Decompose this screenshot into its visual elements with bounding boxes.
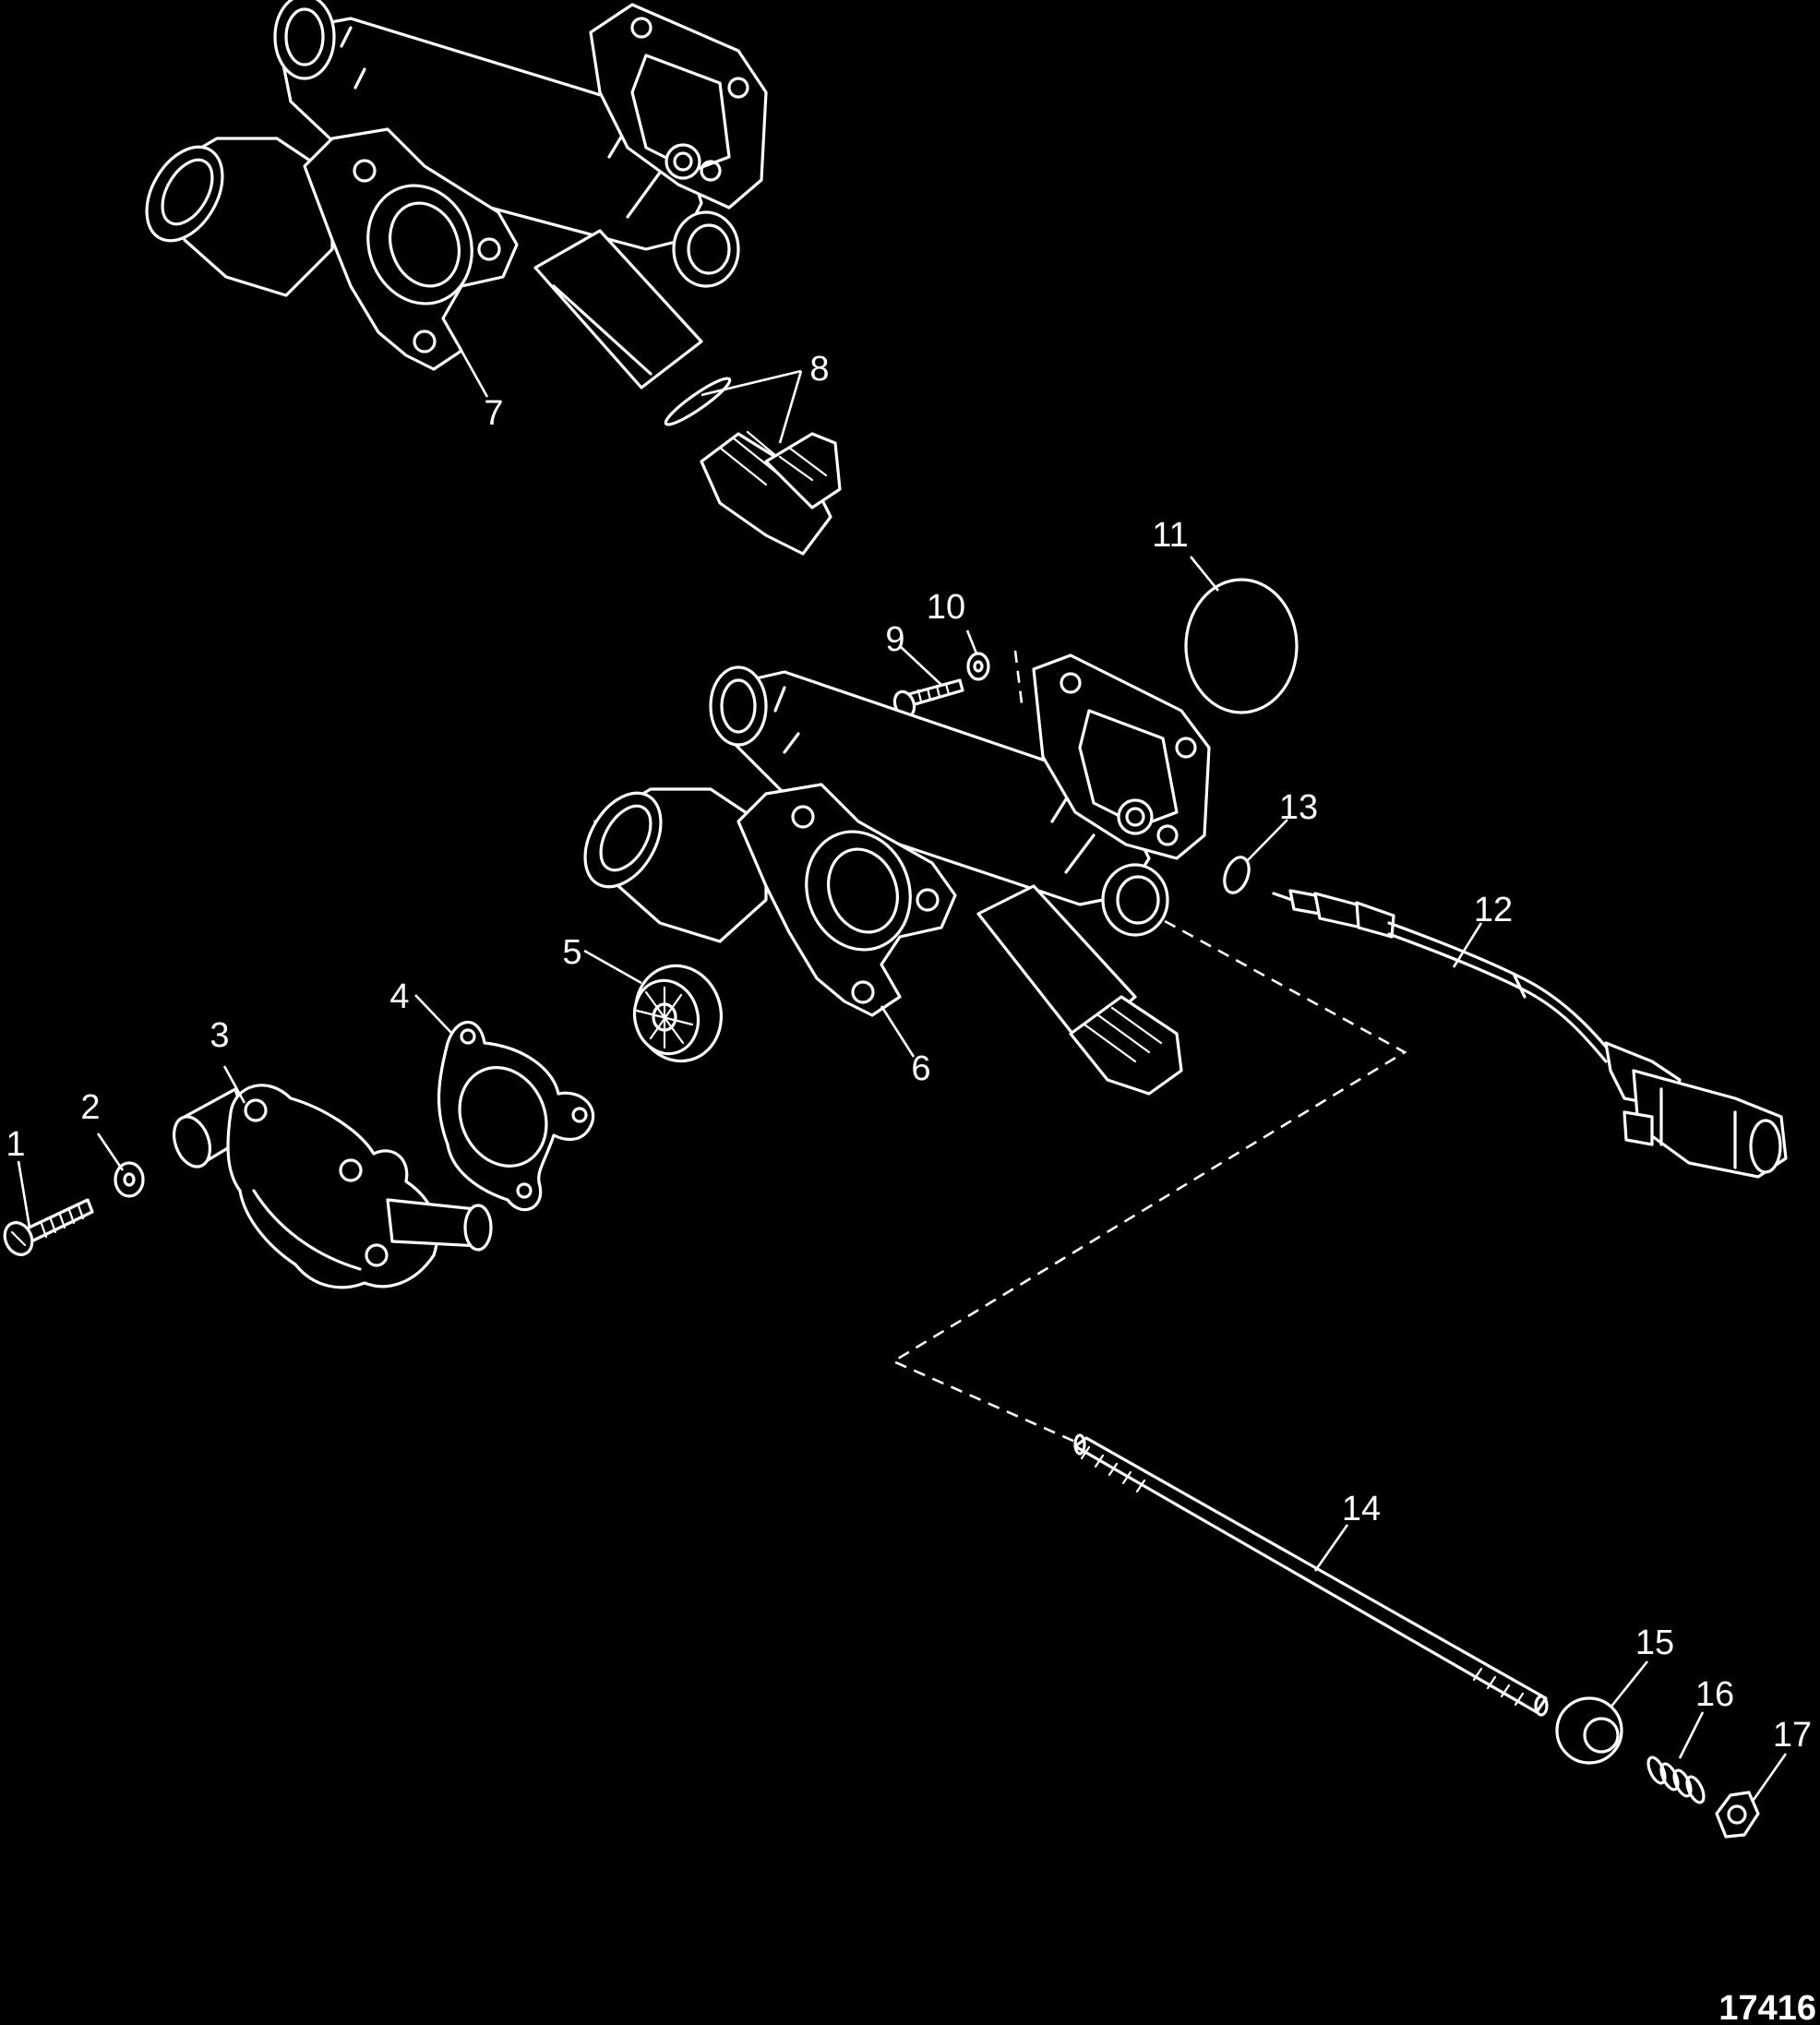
washer-part-2 [114,1161,145,1198]
callout-12: 12 [1474,891,1513,929]
nut-part [1715,1791,1760,1839]
o-ring-part-11 [1184,578,1299,714]
callout-6: 6 [911,1049,930,1088]
callout-15: 15 [1635,1624,1674,1662]
callout-13: 13 [1279,788,1318,827]
screw-part [3,1198,94,1256]
washer-part-10 [966,652,990,681]
o-ring-part-13 [1223,856,1251,894]
hose-fitting-part [664,377,842,556]
callout-17: 17 [1773,1716,1812,1755]
temperature-sender-part [1272,889,1788,1179]
callout-1: 1 [6,1125,25,1164]
callout-7: 7 [484,394,503,433]
callout-10: 10 [927,588,965,627]
callout-9: 9 [885,620,904,659]
gasket-part [437,1020,595,1212]
callout-14: 14 [1342,1490,1381,1528]
callout-4: 4 [389,977,409,1016]
check-ball-part [1555,1696,1623,1765]
alignment-line-bolt [1013,650,1024,712]
thermostat-cover-part [172,1084,493,1289]
stud-part [1073,1433,1549,1717]
callout-8: 8 [809,350,829,389]
assembly-path-dashed-line [891,919,1407,1444]
callout-11: 11 [1152,516,1188,555]
thermostat-part [632,964,724,1063]
figure-id: 17416 [1718,1989,1816,2025]
thermostat-housing-upper-part [145,0,768,389]
callout-3: 3 [210,1016,229,1055]
callout-2: 2 [80,1088,100,1127]
callout-5: 5 [562,933,581,972]
leader-lines [17,350,1788,1801]
spring-part [1646,1755,1706,1804]
callout-16: 16 [1695,1675,1734,1714]
bolt-part-9 [892,678,964,719]
thermostat-housing-lower-part [583,653,1211,1096]
